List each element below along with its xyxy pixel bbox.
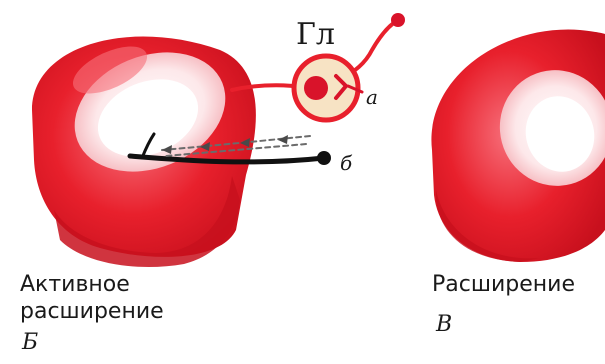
fiber-b-dot (317, 151, 331, 165)
panel-letter-left: Б (22, 330, 38, 355)
panel-letter-right: В (436, 312, 452, 337)
caption-left-line2: расширение (20, 298, 164, 325)
caption-right-line1: Расширение (432, 271, 575, 298)
point-a-label: а (366, 85, 378, 109)
ganglion-label: Гл (296, 17, 335, 52)
fiber-end-dot (391, 13, 405, 27)
ganglion (294, 56, 362, 120)
vessel-ring-right (431, 30, 605, 262)
caption-left-line1: Активное (20, 271, 130, 298)
vessel-ring-left (32, 31, 256, 267)
point-b-label: б (340, 151, 353, 175)
